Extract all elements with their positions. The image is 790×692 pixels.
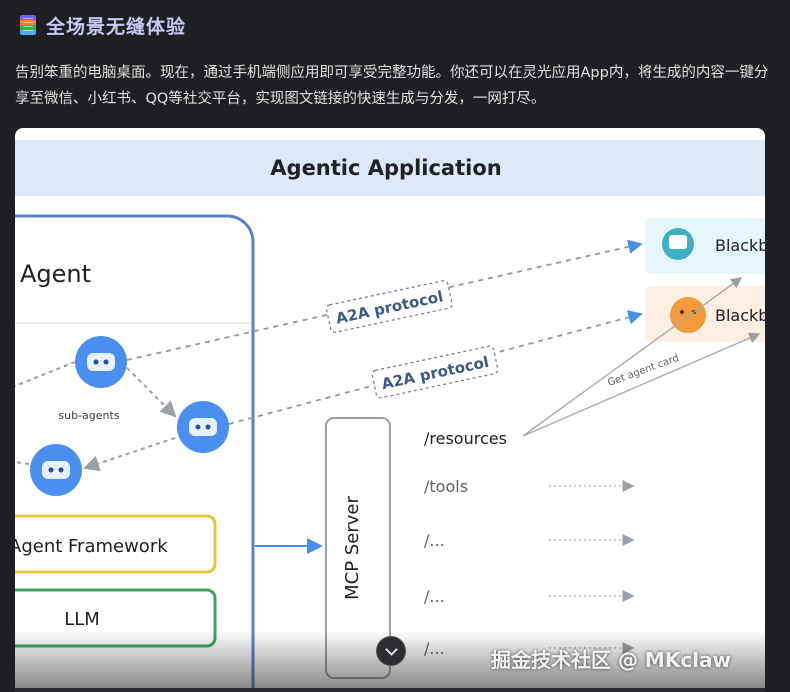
watermark: 掘金技术社区 @ MKclaw xyxy=(491,648,732,672)
framework-label: Agent Framework xyxy=(15,536,168,557)
remote-agent-name-2: Blackb xyxy=(715,306,765,325)
sub-agents-label: sub-agents xyxy=(58,409,119,422)
llm-box xyxy=(15,588,217,648)
sub-agent-bot-1 xyxy=(75,336,127,388)
intro-paragraph: 告别笨重的电脑桌面。现在，通过手机端侧应用即可享受完整功能。你还可以在灵光应用A… xyxy=(15,65,769,107)
llm-label: LLM xyxy=(64,609,100,630)
expand-chevron-button[interactable] xyxy=(376,636,406,666)
mcp-label: MCP Server xyxy=(342,496,363,600)
header-band xyxy=(15,140,765,196)
framework-box xyxy=(15,514,217,574)
notebook-icon xyxy=(20,15,36,35)
route-tools: /tools xyxy=(424,477,468,496)
remote-agent-name-1: Blackb xyxy=(715,236,765,255)
protocol-tag-2: A2A protocol xyxy=(371,345,499,399)
section-title: 全场景无缝体验 xyxy=(46,15,187,38)
chevron-down-icon xyxy=(384,642,398,656)
route-more-2: /... xyxy=(424,587,445,606)
next-block-edge xyxy=(15,688,765,692)
figure-title: Agentic Application xyxy=(270,156,501,180)
sub-agent-bot-3 xyxy=(30,444,82,496)
agent-label: Agent xyxy=(20,260,91,288)
architecture-diagram: Agentic Application Agent sub-agents Age… xyxy=(15,140,765,690)
architecture-figure[interactable]: Agentic Application Agent sub-agents Age… xyxy=(15,128,765,690)
route-more-3: /... xyxy=(424,639,445,658)
protocol-tag-1: A2A protocol xyxy=(325,280,453,333)
route-resources: /resources xyxy=(424,429,507,448)
section-heading: 全场景无缝体验 xyxy=(20,10,186,40)
route-more-1: /... xyxy=(424,531,445,550)
agent-frame xyxy=(15,214,255,690)
sub-agent-bot-2 xyxy=(177,401,229,453)
